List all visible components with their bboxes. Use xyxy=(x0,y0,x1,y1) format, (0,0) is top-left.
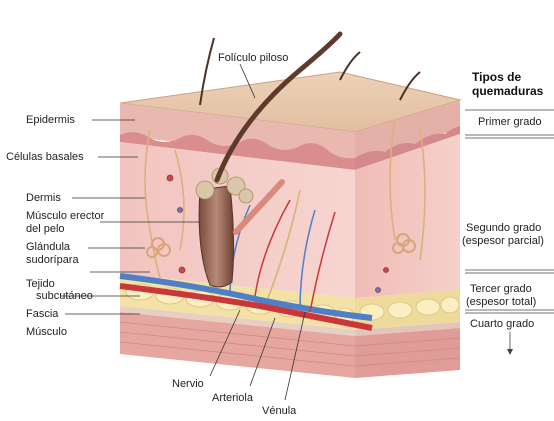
label-epidermis: Epidermis xyxy=(26,114,75,126)
muscle-right xyxy=(355,328,460,378)
label-fascia: Fascia xyxy=(26,308,58,320)
burn-fourth-degree: Cuarto grado xyxy=(470,318,534,330)
label-sweat-gland-line2: sudorípara xyxy=(26,254,79,266)
label-nerve: Nervio xyxy=(172,378,204,390)
burn-third-degree-line1: Tercer grado xyxy=(470,283,532,295)
label-sweat-gland-line1: Glándula xyxy=(26,241,70,253)
label-muscle: Músculo xyxy=(26,326,67,338)
burn-third-degree-line2: (espesor total) xyxy=(466,296,536,308)
burn-types-title-line2: quemaduras xyxy=(472,84,543,98)
label-arteriole: Arteriola xyxy=(212,392,253,404)
label-venule: Vénula xyxy=(262,405,296,417)
label-hair-follicle: Folículo piloso xyxy=(218,52,288,64)
label-erector-muscle-line2: del pelo xyxy=(26,223,65,235)
burn-types-title-line1: Tipos de xyxy=(472,70,543,84)
burn-second-degree-line1: Segundo grado xyxy=(466,222,541,234)
label-basal-cells: Células basales xyxy=(6,151,84,163)
burn-types-title: Tipos de quemaduras xyxy=(472,70,543,98)
label-subcutaneous-line1: Tejido xyxy=(26,278,55,290)
fourth-degree-arrowhead xyxy=(507,349,513,355)
label-dermis: Dermis xyxy=(26,192,61,204)
label-erector-muscle-line1: Músculo erector xyxy=(26,210,104,222)
burn-first-degree: Primer grado xyxy=(478,116,542,128)
burn-second-degree-line2: (espesor parcial) xyxy=(462,235,544,247)
label-subcutaneous-line2: subcutáneo xyxy=(36,290,93,302)
